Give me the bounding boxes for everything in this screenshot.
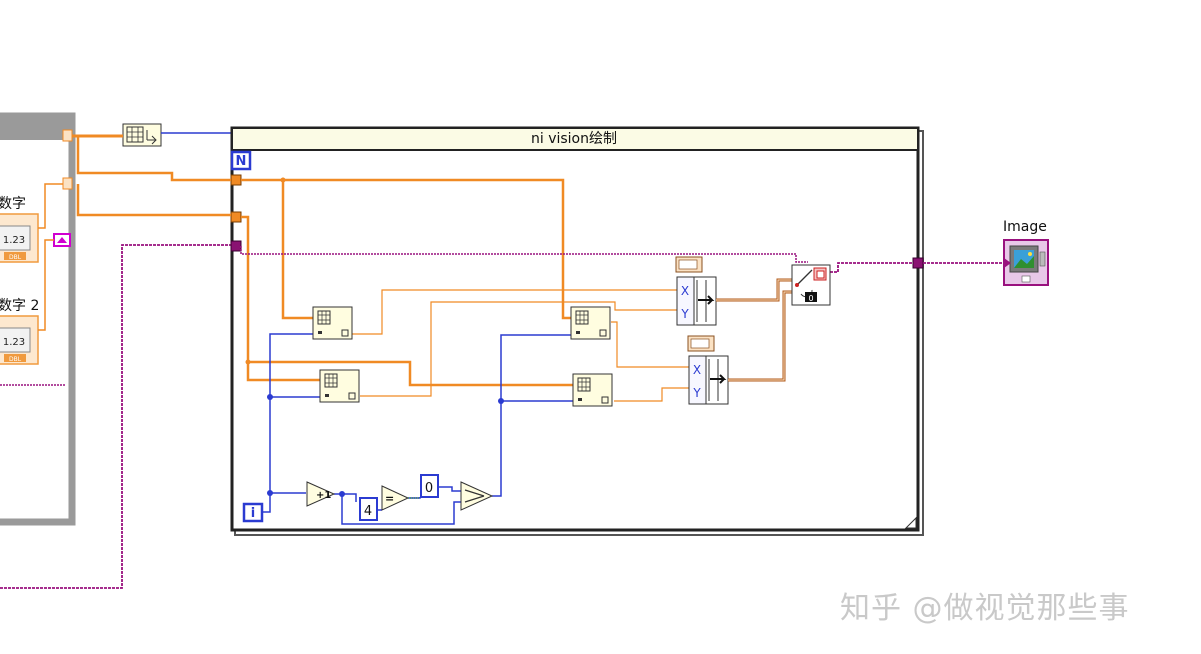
image-wire-draw-out	[830, 262, 913, 273]
loop-tunnel-image[interactable]	[230, 240, 242, 252]
numeric-control-1-value: 1.23	[3, 235, 25, 246]
numeric-control-2-value: 1.23	[3, 337, 25, 348]
svg-text:Y: Y	[692, 386, 701, 400]
loop-count-terminal[interactable]: N	[230, 150, 252, 171]
index-array-node-2[interactable]	[319, 369, 360, 403]
svg-text:4: 4	[364, 504, 372, 519]
bundle-point-node-1[interactable]: X Y	[675, 256, 717, 326]
control-wires	[38, 183, 63, 331]
image-indicator[interactable]	[1003, 239, 1049, 286]
draw-line-node[interactable]: 0	[791, 264, 831, 306]
svg-text:DBL: DBL	[9, 356, 22, 363]
numeric-control-2-label: 数字 2	[0, 298, 40, 314]
array-size-node[interactable]	[122, 123, 162, 147]
array-wires	[241, 178, 573, 387]
for-loop-label: ni vision绘制	[530, 131, 617, 147]
case-structure-frame	[0, 112, 76, 526]
tunnel-left-1[interactable]	[62, 129, 73, 142]
index-array-node-4[interactable]	[572, 373, 613, 407]
loop-tunnel-image-out[interactable]	[912, 257, 924, 269]
select-node[interactable]	[460, 481, 494, 511]
loop-iteration-terminal[interactable]: i	[242, 502, 264, 523]
numeric-control-1-label: 数字	[0, 196, 26, 212]
watermark: 知乎 @做视觉那些事	[840, 591, 1130, 626]
loop-tunnel-2[interactable]	[230, 211, 242, 223]
equal-node[interactable]: =	[381, 485, 410, 511]
svg-text:=: =	[385, 492, 394, 505]
increment-node[interactable]: +1	[306, 481, 336, 507]
wires-to-loop-tunnels	[76, 136, 231, 217]
magenta-selector-terminal[interactable]	[53, 233, 71, 247]
image-wire-loop	[240, 246, 808, 263]
svg-text:X: X	[681, 284, 689, 298]
numeric-control-1[interactable]: 1.23 DBL	[0, 213, 39, 263]
index-array-node-3[interactable]	[570, 306, 611, 340]
svg-text:0: 0	[425, 481, 433, 496]
svg-text:0: 0	[808, 294, 813, 303]
constant-0[interactable]: 0	[420, 474, 439, 498]
svg-text:Y: Y	[680, 307, 689, 321]
constant-4[interactable]: 4	[359, 497, 378, 521]
image-wire-in	[0, 244, 232, 589]
bundle-point-node-2[interactable]: X Y	[687, 335, 729, 405]
cluster-wires-inner	[716, 279, 792, 381]
svg-text:i: i	[251, 506, 255, 521]
numeric-control-2[interactable]: 1.23 DBL	[0, 315, 39, 365]
index-array-node-1[interactable]	[312, 306, 353, 340]
svg-text:X: X	[693, 363, 701, 377]
tunnel-left-2[interactable]	[62, 177, 73, 190]
image-indicator-label: Image	[1003, 219, 1047, 235]
element-wires	[352, 289, 689, 402]
loop-tunnel-1[interactable]	[230, 174, 242, 186]
svg-text:N: N	[236, 154, 247, 169]
svg-text:+1: +1	[316, 490, 331, 501]
svg-text:DBL: DBL	[9, 254, 22, 261]
